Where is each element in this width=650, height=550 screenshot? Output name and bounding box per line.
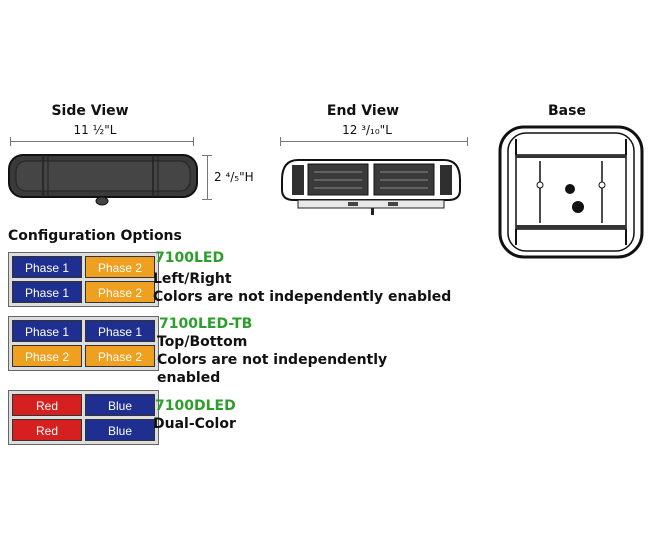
side-length-tick-left <box>10 137 11 146</box>
side-view-height-label: 2 ⁴/₅"H <box>214 170 254 184</box>
config-cell: Phase 1 <box>12 256 82 278</box>
config-cell: Blue <box>85 394 155 416</box>
config-cell: Phase 2 <box>85 345 155 367</box>
config-cell: Phase 1 <box>12 320 82 342</box>
config-model-name: 7100LED <box>155 250 225 266</box>
config-model-name: 7100LED-TB <box>159 316 253 332</box>
config-description-line1: Dual-Color <box>153 416 236 432</box>
side-view-title: Side View <box>51 103 129 119</box>
config-description-line1: Left/Right <box>153 271 232 287</box>
config-description-line2: Colors are not independently enabled <box>153 289 452 305</box>
config-cell: Red <box>12 394 82 416</box>
config-section-title: Configuration Options <box>8 228 182 244</box>
base-view-lightbar <box>498 125 644 259</box>
config-cell: Phase 1 <box>85 320 155 342</box>
config-cell: Red <box>12 419 82 441</box>
config-cell: Phase 2 <box>12 345 82 367</box>
end-length-tick-left <box>280 137 281 146</box>
config-description-line1: Top/Bottom <box>157 334 248 350</box>
config-cell: Phase 2 <box>85 256 155 278</box>
side-height-tick-bottom <box>202 199 212 200</box>
end-length-tick-right <box>467 137 468 146</box>
end-view-lightbar <box>281 159 461 215</box>
config-cell: Blue <box>85 419 155 441</box>
side-length-tick-right <box>193 137 194 146</box>
side-length-dimension-line <box>10 141 193 142</box>
side-view-length-label: 11 ½"L <box>73 123 117 137</box>
end-view-title: End View <box>326 103 400 119</box>
side-height-tick-top <box>202 155 212 156</box>
config-model-name: 7100DLED <box>155 398 236 414</box>
config-description-line3: enabled <box>157 370 221 386</box>
end-length-dimension-line <box>280 141 467 142</box>
config-description-line2: Colors are not independently <box>157 352 388 368</box>
config-cell: Phase 2 <box>85 281 155 303</box>
end-view-length-label: 12 ³/₁₀"L <box>342 123 392 137</box>
config-cell: Phase 1 <box>12 281 82 303</box>
base-view-title: Base <box>548 103 586 119</box>
side-height-dimension-line <box>207 155 208 199</box>
side-view-lightbar <box>8 154 198 206</box>
